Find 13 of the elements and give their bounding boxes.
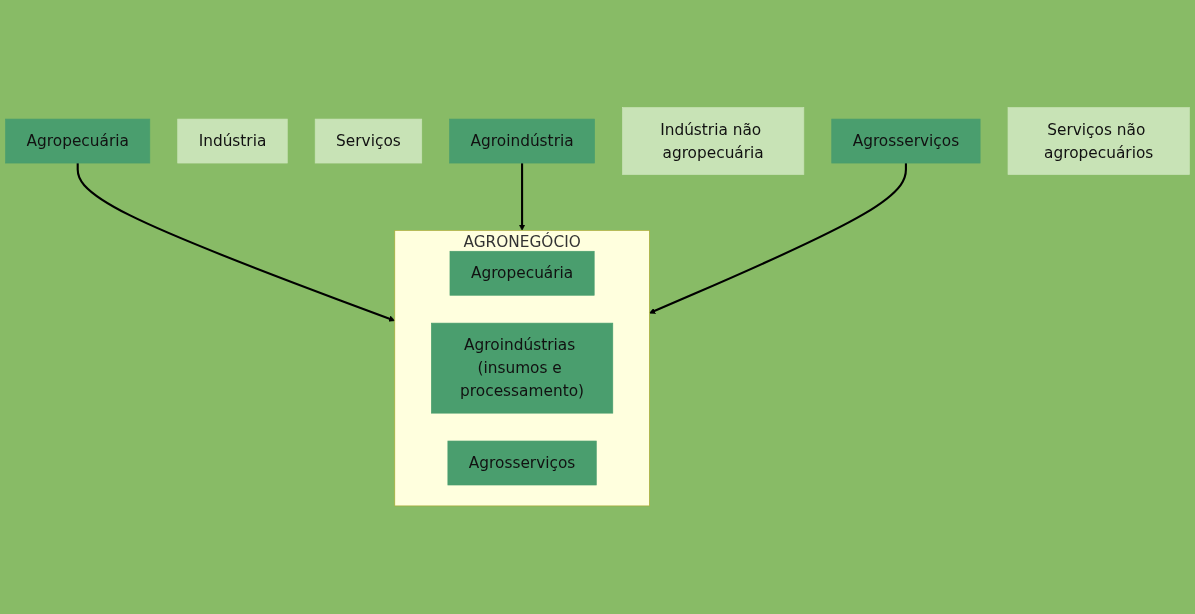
node-box: Agroindústria <box>449 119 595 164</box>
node-box: Agroindústrias (insumos e processamento) <box>431 323 614 414</box>
node-box: Agropecuária <box>5 119 151 164</box>
node-box: Serviços <box>314 119 423 164</box>
node-box: Agrosserviços <box>447 440 597 486</box>
arrow <box>519 163 526 231</box>
node-box: Agrosserviços <box>831 119 981 164</box>
arrow <box>649 163 907 315</box>
arrow <box>76 163 396 322</box>
node-box: Indústria não agropecuária <box>622 107 805 176</box>
node-box: Agropecuária <box>449 251 595 296</box>
node-box: Indústria <box>177 119 288 164</box>
node-box: Serviços não agropecuários <box>1007 107 1190 176</box>
